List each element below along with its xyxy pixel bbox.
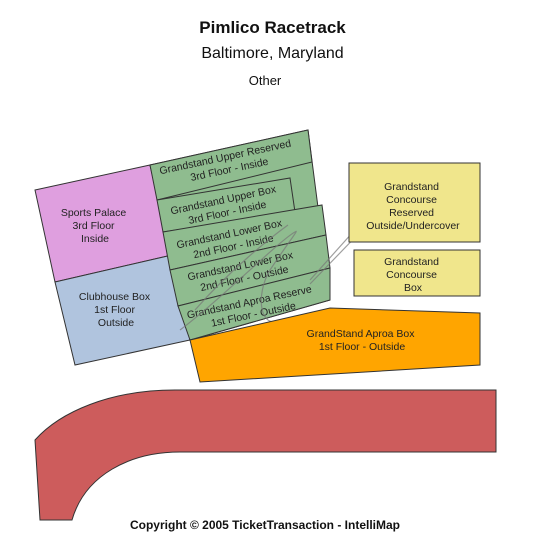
copyright-text: Copyright © 2005 TicketTransaction - Int…	[129, 518, 401, 532]
race-track	[34, 389, 497, 521]
section-concourse-reserved-label: Grandstand Concourse Reserved Outside/Un…	[366, 181, 460, 232]
venue-title: Pimlico Racetrack	[199, 18, 346, 37]
section-grandstand-aproa-reserve[interactable]	[177, 267, 331, 341]
event-category: Other	[248, 73, 282, 88]
venue-location: Baltimore, Maryland	[201, 45, 344, 62]
section-clubhouse-box-label: Clubhouse Box 1st Floor Outside	[79, 291, 153, 329]
section-grandstand-upper-reserved[interactable]	[149, 129, 313, 201]
section-sports-palace-label: Sports Palace 3rd Floor Inside	[61, 207, 129, 245]
section-grandstand-aproa-box[interactable]	[189, 307, 481, 383]
section-concourse-box-label: Grandstand Concourse Box	[384, 256, 442, 294]
section-concourse-reserved[interactable]	[348, 162, 481, 243]
section-grandstand-aproa-box-label: GrandStand Aproa Box 1st Floor - Outside	[307, 328, 418, 353]
section-concourse-box[interactable]	[353, 249, 481, 297]
